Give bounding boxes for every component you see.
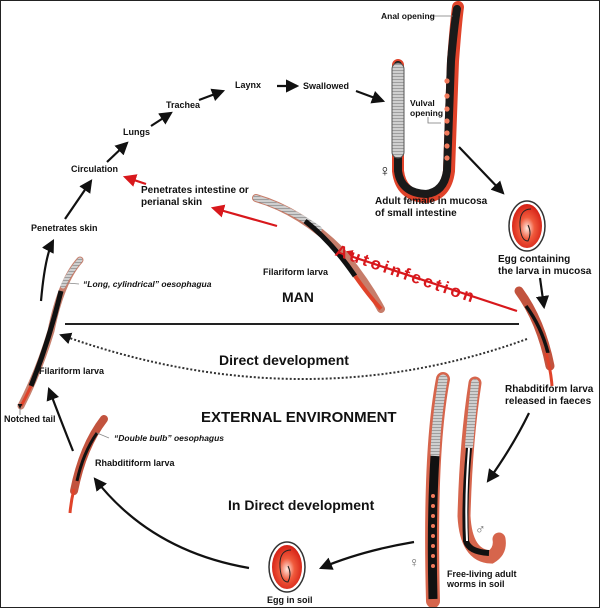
arrow-skin-to-circulation: [64, 179, 93, 220]
label-vulval-opening: Vulval opening: [410, 98, 444, 118]
label-egg-soil: Egg in soil: [267, 595, 313, 605]
label-anal-opening: Anal opening: [381, 11, 435, 21]
label-indirect-development: In Direct development: [228, 497, 375, 513]
rhabditiform-larva-soil: [68, 415, 110, 514]
label-filariform-host: Filariform larva: [263, 267, 329, 277]
label-laynx: Laynx: [235, 80, 262, 90]
label-adult-female: Adult female in mucosa of small intestin…: [375, 196, 488, 219]
label-free-living-adults: Free-living adult worms in soil: [447, 569, 517, 590]
free-living-female-worm: [425, 372, 450, 607]
arrow-rhabditiform-to-free-living: [486, 412, 530, 483]
label-lungs: Lungs: [123, 127, 150, 137]
label-long-oesophagus: “Long, cylindrical” oesophagua: [83, 279, 212, 289]
arrow-trachea-to-laynx: [198, 88, 226, 102]
label-double-bulb: “Double bulb” oesophagus: [114, 433, 225, 443]
arrow-filariform-to-skin: [39, 239, 55, 302]
arrow-rhabditiform-to-filariform: [46, 386, 75, 452]
arrow-swallowed-to-female: [355, 89, 386, 104]
label-rhabditiform-soil: Rhabditiform larva: [95, 458, 175, 468]
rhabditiform-larva-released: [514, 286, 555, 387]
label-circulation: Circulation: [71, 164, 119, 174]
arrow-lungs-to-trachea: [150, 111, 173, 127]
label-penetrates-intestine: Penetrates intestine or perianal skin: [141, 185, 249, 208]
free-living-male-worm: [457, 376, 506, 564]
zone-label-external-environment: EXTERNAL ENVIRONMENT: [201, 409, 397, 426]
label-direct-development: Direct development: [219, 352, 349, 368]
female-symbol: ♀: [379, 163, 391, 180]
zone-label-man: MAN: [282, 289, 314, 305]
arrow-female-to-egg: [458, 146, 505, 195]
arrow-free-living-to-egg: [318, 540, 415, 570]
label-swallowed: Swallowed: [303, 81, 350, 91]
female-symbol-soil: ♀: [409, 554, 420, 570]
arrow-egg-to-rhabditiform-soil: [93, 477, 250, 570]
label-filariform-soil: Filariform larva: [39, 366, 105, 376]
arrow-filariform-to-intestine: [210, 204, 278, 228]
label-egg-mucosa: Egg containing the larva in mucosa: [498, 254, 592, 277]
arrow-circulation-to-lungs: [106, 141, 129, 163]
arrow-intestine-to-circulation: [122, 174, 147, 187]
label-notched-tail: Notched tail: [4, 414, 56, 424]
label-penetrates-skin: Penetrates skin: [31, 223, 98, 233]
adult-female-worm: [391, 1, 464, 204]
label-trachea: Trachea: [166, 100, 201, 110]
male-symbol-soil: ♂: [475, 521, 486, 537]
egg-in-soil-icon: [268, 541, 306, 593]
autoinfection-arrow: [338, 250, 518, 313]
label-rhabditiform-faeces: Rhabditiform larva released in faeces: [505, 384, 594, 407]
filariform-larva-host: [252, 194, 385, 313]
egg-in-mucosa-icon: [508, 200, 546, 252]
direct-development-arrow: [59, 332, 528, 381]
filariform-larva-soil: [17, 256, 84, 415]
arrow-egg-to-rhabditiform: [535, 277, 550, 310]
